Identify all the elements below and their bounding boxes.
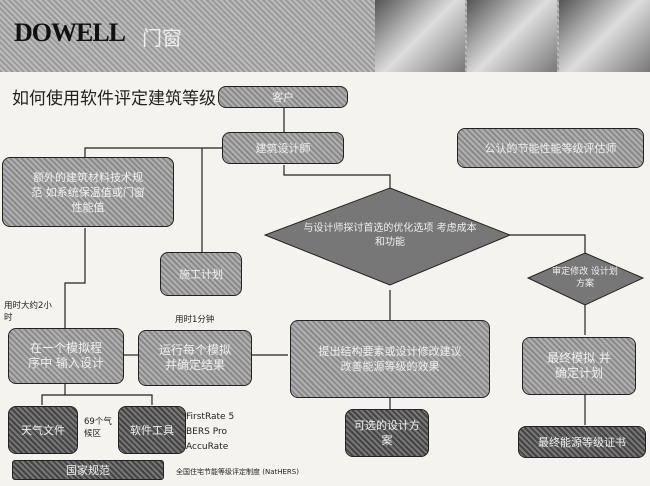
tool-firstrate: FirstRate 5 — [186, 412, 235, 422]
brand-suffix: 门窗 — [142, 26, 182, 50]
node-extra-specs: 额外的建筑材料技术规范 如系统保温值或门窗性能值 — [2, 157, 174, 227]
node-review: 审定修改 设计划方案 — [552, 267, 618, 289]
header-banner: DOWELL 门窗 — [0, 0, 650, 72]
node-discuss: 与设计师探讨首选的优化选项 考虑成本和功能 — [303, 223, 477, 248]
tool-bers: BERS Pro — [186, 427, 227, 437]
tools-list: FirstRate 5 BERS Pro AccuRate — [186, 410, 234, 455]
header-photo — [467, 0, 557, 72]
node-final-sim: 最终模拟 并确定计划 — [522, 337, 636, 395]
node-propose: 提出结构要素或设计修改建议 改善能源等级的效果 — [290, 320, 490, 398]
node-assessor: 公认的节能性能等级评估师 — [457, 128, 644, 168]
node-architect: 建筑设计師 — [222, 132, 344, 164]
time-label: 用时大约2小时 — [4, 301, 52, 323]
node-certificate: 最终能源等级证书 — [518, 426, 646, 458]
tool-accurate: AccuRate — [186, 442, 229, 452]
header-photo — [559, 0, 650, 72]
decision-diamond — [526, 252, 645, 306]
node-construction-plan: 施工计划 — [160, 252, 242, 296]
node-run-sim: 运行每个模拟 并确定结果 — [138, 330, 252, 386]
page-title: 如何使用软件评定建筑等级 — [12, 89, 216, 109]
node-input-design: 在一个模拟程序中 输入设计 — [8, 328, 124, 384]
node-options: 可选的设计方案 — [345, 409, 429, 457]
node-client: 客户 — [218, 86, 348, 108]
node-software: 软件工具 — [118, 406, 186, 454]
node-weather: 天气文件 — [8, 406, 78, 454]
nathers-label: 全国住宅节能等级评定制度 (NatHERS) — [176, 468, 299, 476]
header-photo — [375, 0, 465, 72]
time-label: 用时1分钟 — [175, 315, 215, 325]
climate-label: 69个气候区 — [84, 417, 112, 439]
decision-diamond — [263, 187, 512, 286]
node-national: 国家规范 — [12, 460, 164, 480]
brand-logo: DOWELL — [14, 18, 126, 47]
